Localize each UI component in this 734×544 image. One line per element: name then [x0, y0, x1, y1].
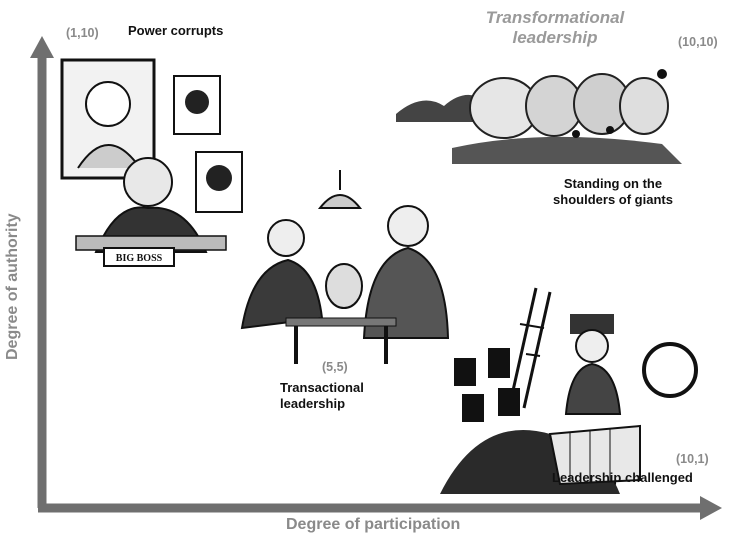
giants-cartoon: [396, 69, 682, 164]
title-transformational-line2: leadership: [512, 28, 598, 47]
caption-shoulders-of-giants: Standing on the shoulders of giants: [536, 176, 690, 208]
y-axis-title: Degree of authority: [4, 213, 21, 360]
handshake-cartoon: [240, 170, 450, 364]
big-boss-cartoon: BIG BOSS: [60, 58, 243, 267]
caption-leadership-challenged: Leadership challenged: [552, 470, 693, 485]
coord-bottom-right: (10,1): [676, 452, 709, 466]
coord-center: (5,5): [322, 360, 348, 374]
caption-transactional: Transactional leadership: [280, 380, 364, 412]
desk-sign-text: BIG BOSS: [116, 253, 163, 264]
caption-transactional-line1: Transactional: [280, 380, 364, 395]
x-axis-title: Degree of participation: [286, 516, 461, 533]
y-axis-arrowhead: [30, 36, 54, 58]
caption-shoulders-line2: shoulders of giants: [553, 192, 673, 207]
caption-transactional-line2: leadership: [280, 396, 346, 411]
protest-cartoon: [440, 287, 698, 494]
coord-top-right: (10,10): [678, 35, 718, 49]
caption-power-corrupts: Power corrupts: [128, 23, 224, 38]
caption-shoulders-line1: Standing on the: [563, 176, 663, 191]
title-transformational: Transformational leadership: [460, 8, 650, 48]
x-axis-arrowhead: [700, 496, 722, 520]
title-transformational-line1: Transformational: [485, 8, 625, 27]
coord-top-left: (1,10): [66, 26, 99, 40]
